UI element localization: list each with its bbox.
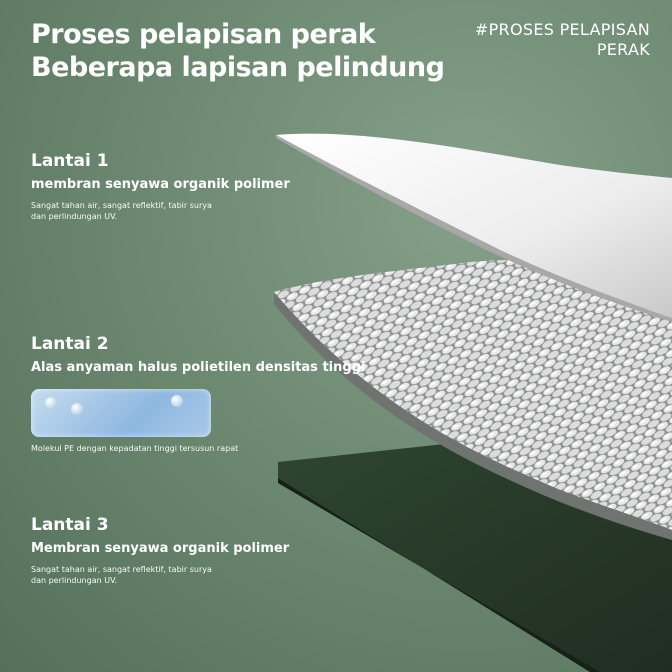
layer-3-desc-line-2: dan perlindungan UV.	[31, 576, 118, 585]
hashtag-label: #PROSES PELAPISAN PERAK	[475, 20, 650, 60]
page-title: Proses pelapisan perak Beberapa lapisan …	[31, 18, 445, 84]
layer-3-desc-line-1: Sangat tahan air, sangat reflektif, tabi…	[31, 565, 212, 574]
layer-1-desc-line-1: Sangat tahan air, sangat reflektif, tabi…	[31, 201, 212, 210]
title-line-2: Beberapa lapisan pelindung	[31, 52, 445, 83]
title-line-1: Proses pelapisan perak	[31, 19, 376, 50]
layer-1-desc-line-2: dan perlindungan UV.	[31, 212, 118, 221]
layer-3-subtitle: Membran senyawa organik polimer	[31, 541, 290, 556]
layer-1-title: Lantai 1	[31, 151, 109, 171]
layer-3-title: Lantai 3	[31, 515, 109, 535]
tag-line-1: #PROSES PELAPISAN	[474, 20, 650, 39]
silver-film-sheet-icon	[276, 133, 672, 318]
layer-1-description: Sangat tahan air, sangat reflektif, tabi…	[31, 200, 241, 222]
layer-2-subtitle: Alas anyaman halus polietilen densitas t…	[31, 360, 366, 375]
woven-mesh-layer-icon	[274, 259, 672, 530]
layer-2-description: Molekul PE dengan kepadatan tinggi tersu…	[31, 443, 291, 454]
layer-2-section: Lantai 2 Alas anyaman halus polietilen d…	[31, 333, 366, 454]
layer-3-description: Sangat tahan air, sangat reflektif, tabi…	[31, 564, 241, 586]
fabric-swatch-icon	[31, 389, 211, 437]
layer-2-desc-line-1: Molekul PE dengan kepadatan tinggi tersu…	[31, 444, 239, 453]
tag-line-2: PERAK	[596, 40, 650, 59]
layer-1-subtitle: membran senyawa organik polimer	[31, 177, 290, 192]
layer-1-section: Lantai 1 membran senyawa organik polimer…	[31, 150, 331, 222]
layer-3-section: Lantai 3 Membran senyawa organik polimer…	[31, 514, 331, 586]
layer-2-title: Lantai 2	[31, 334, 109, 354]
